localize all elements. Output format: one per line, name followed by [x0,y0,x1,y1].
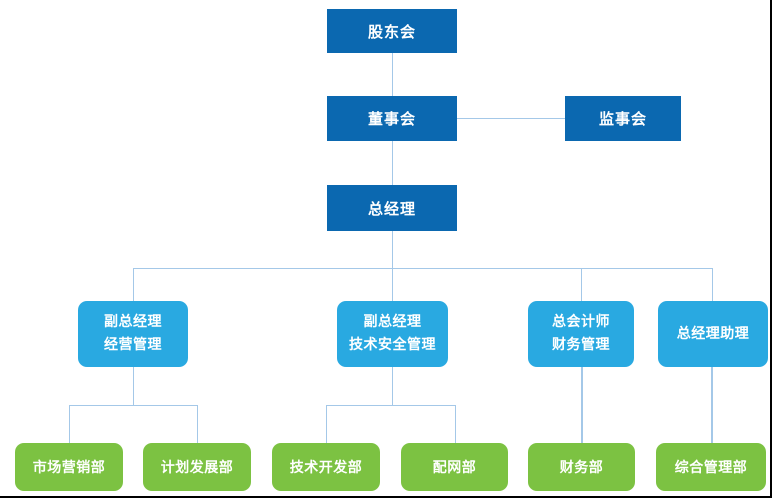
node-distribution-network-dept-label: 配网部 [432,460,477,476]
connector-drop-chief-accountant [581,268,582,301]
node-supervisory-label: 监事会 [598,110,647,128]
connector-drop-deputy-gm-operations [133,268,134,301]
frame-border-bottom [0,496,772,498]
connector-operations-depts-bus [69,405,198,406]
node-gm-assistant-label: 总经理助理 [676,325,750,342]
connector-level4-bus [133,268,713,269]
node-deputy-gm-operations: 副总经理 经营管理 [78,301,188,367]
node-deputy-gm-tech-safety: 副总经理 技术安全管理 [337,301,448,367]
node-general-management-dept-label: 综合管理部 [674,460,748,476]
node-board: 董事会 [327,96,457,141]
connector-stem-deputy-gm-operations [133,367,134,405]
connector-drop-gm-assistant [712,268,713,301]
node-deputy-gm-operations-line1: 副总经理 [104,314,162,330]
node-general-management-dept: 综合管理部 [656,443,766,491]
connector-shareholders-board [392,53,393,96]
node-distribution-network-dept: 配网部 [401,443,508,491]
node-finance-dept: 财务部 [528,443,635,491]
node-finance-dept-label: 财务部 [559,460,604,476]
connector-drop-technology-development-dept [326,405,327,443]
node-planning-development-dept: 计划发展部 [143,443,251,491]
node-planning-development-dept-label: 计划发展部 [160,460,234,476]
connector-drop-marketing-dept [69,405,70,443]
frame-border-right [770,0,772,498]
node-marketing-dept-label: 市场营销部 [32,460,106,476]
node-supervisory: 监事会 [565,96,681,141]
connector-drop-planning-development-dept [197,405,198,443]
connector-general-manager-stem [392,231,393,268]
node-technology-development-dept-label: 技术开发部 [289,460,363,476]
node-general-manager-label: 总经理 [367,199,416,218]
node-shareholders-label: 股东会 [367,22,416,41]
node-gm-assistant: 总经理助理 [658,301,768,367]
node-shareholders: 股东会 [327,9,457,53]
connector-board-supervisory [457,118,565,119]
node-chief-accountant: 总会计师 财务管理 [528,301,634,367]
connector-drop-distribution-network-dept [455,405,456,443]
connector-stem-deputy-gm-tech-safety [392,367,393,405]
connector-drop-general-management-dept [711,367,713,443]
node-general-manager: 总经理 [327,185,457,231]
connector-drop-deputy-gm-tech-safety [392,268,393,301]
node-deputy-gm-operations-line2: 经营管理 [104,337,162,353]
node-chief-accountant-line1: 总会计师 [552,314,610,330]
node-chief-accountant-line2: 财务管理 [552,337,610,353]
node-deputy-gm-tech-safety-line2: 技术安全管理 [349,337,436,353]
node-board-label: 董事会 [367,110,416,128]
connector-tech-depts-bus [326,405,456,406]
node-technology-development-dept: 技术开发部 [272,443,380,491]
connector-drop-finance-dept [581,367,583,443]
node-deputy-gm-tech-safety-line1: 副总经理 [363,314,422,330]
connector-board-general-manager [392,141,393,185]
node-marketing-dept: 市场营销部 [15,443,123,491]
